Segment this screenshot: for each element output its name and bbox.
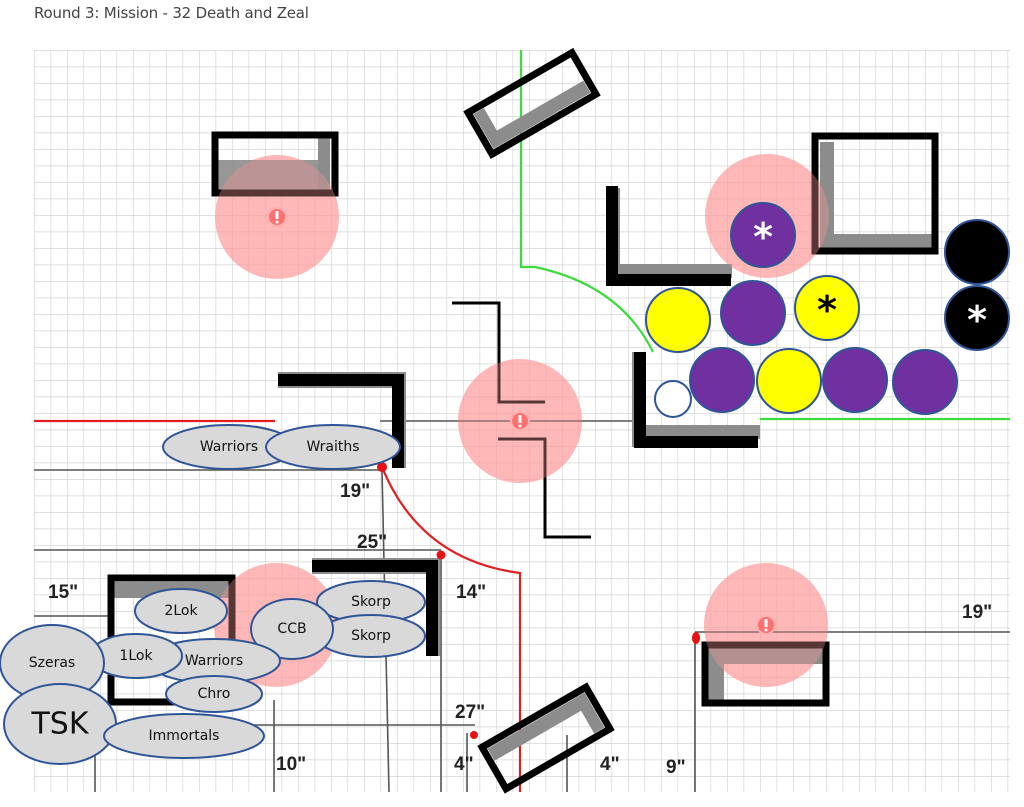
measure-point-icon xyxy=(436,550,446,560)
unit-warriors[interactable]: Warriors xyxy=(162,424,296,470)
opponent-model-purple[interactable] xyxy=(822,347,888,413)
unit-label: TSK xyxy=(30,707,89,742)
measurement-label: 19" xyxy=(962,602,992,623)
measurement-label: 9" xyxy=(666,757,686,778)
opponent-model-purple[interactable] xyxy=(720,280,786,346)
page-title: Round 3: Mission - 32 Death and Zeal xyxy=(34,4,309,22)
unit-label: Wraiths xyxy=(306,439,359,455)
exclamation-circle-icon xyxy=(510,411,530,431)
opponent-model-purple[interactable] xyxy=(689,347,755,413)
opponent-model-yellow[interactable] xyxy=(756,348,822,414)
asterisk-icon: * xyxy=(967,298,987,342)
measurement-label: 14" xyxy=(456,582,486,603)
measurement-label: 25" xyxy=(357,532,387,553)
unit-label: Chro xyxy=(198,686,231,702)
measurement-label: 4" xyxy=(454,754,474,775)
unit-skorp[interactable]: Skorp xyxy=(316,580,426,624)
deployment-zone-green xyxy=(519,50,1010,421)
measure-point-icon xyxy=(377,462,387,472)
unit-wraiths[interactable]: Wraiths xyxy=(265,424,401,470)
unit-label: Warriors xyxy=(200,439,258,455)
unit-1lok[interactable]: 1Lok xyxy=(89,633,183,679)
asterisk-icon: * xyxy=(753,215,773,259)
unit-label: CCB xyxy=(277,621,306,637)
measurement-label: 10" xyxy=(276,754,306,775)
measure-point-icon xyxy=(692,632,700,644)
measurement-label: 4" xyxy=(600,754,620,775)
unit-label: 1Lok xyxy=(119,648,153,664)
unit-label: Skorp xyxy=(351,594,391,610)
measurement-label: 15" xyxy=(48,582,78,603)
opponent-model-white[interactable] xyxy=(654,380,692,418)
opponent-models: * * * xyxy=(645,202,1010,418)
unit-label: 2Lok xyxy=(164,603,198,619)
exclamation-circle-icon xyxy=(756,615,776,635)
unit-label: Skorp xyxy=(351,628,391,644)
unit-label: Szeras xyxy=(29,655,75,671)
deployment-zone-red xyxy=(34,419,522,792)
asterisk-icon: * xyxy=(817,288,837,332)
opponent-model-black[interactable] xyxy=(944,219,1010,285)
unit-chro[interactable]: Chro xyxy=(165,675,263,713)
unit-ccb[interactable]: CCB xyxy=(250,598,334,660)
unit-label: Immortals xyxy=(149,728,220,744)
unit-tsk[interactable]: TSK xyxy=(3,683,117,765)
unit-2lok[interactable]: 2Lok xyxy=(134,588,228,634)
exclamation-circle-icon xyxy=(267,207,287,227)
opponent-model-yellow[interactable]: * xyxy=(794,275,860,341)
opponent-model-purple[interactable] xyxy=(892,349,958,415)
opponent-model-black[interactable]: * xyxy=(944,285,1010,351)
measure-points xyxy=(377,462,700,739)
unit-immortals[interactable]: Immortals xyxy=(103,713,265,759)
unit-skorp[interactable]: Skorp xyxy=(316,614,426,658)
measure-point-icon xyxy=(470,731,478,739)
measurement-labels: 19" 25" 15" 14" 19" 27" 10" 4" 4" 9" xyxy=(48,481,992,778)
terrain xyxy=(107,47,939,794)
measurement-label: 19" xyxy=(340,481,370,502)
measurement-label: 27" xyxy=(455,702,485,723)
unit-label: Warriors xyxy=(185,653,243,669)
unit-szeras[interactable]: Szeras xyxy=(0,624,105,702)
opponent-model-purple[interactable]: * xyxy=(730,202,796,268)
opponent-model-yellow[interactable] xyxy=(645,287,711,353)
